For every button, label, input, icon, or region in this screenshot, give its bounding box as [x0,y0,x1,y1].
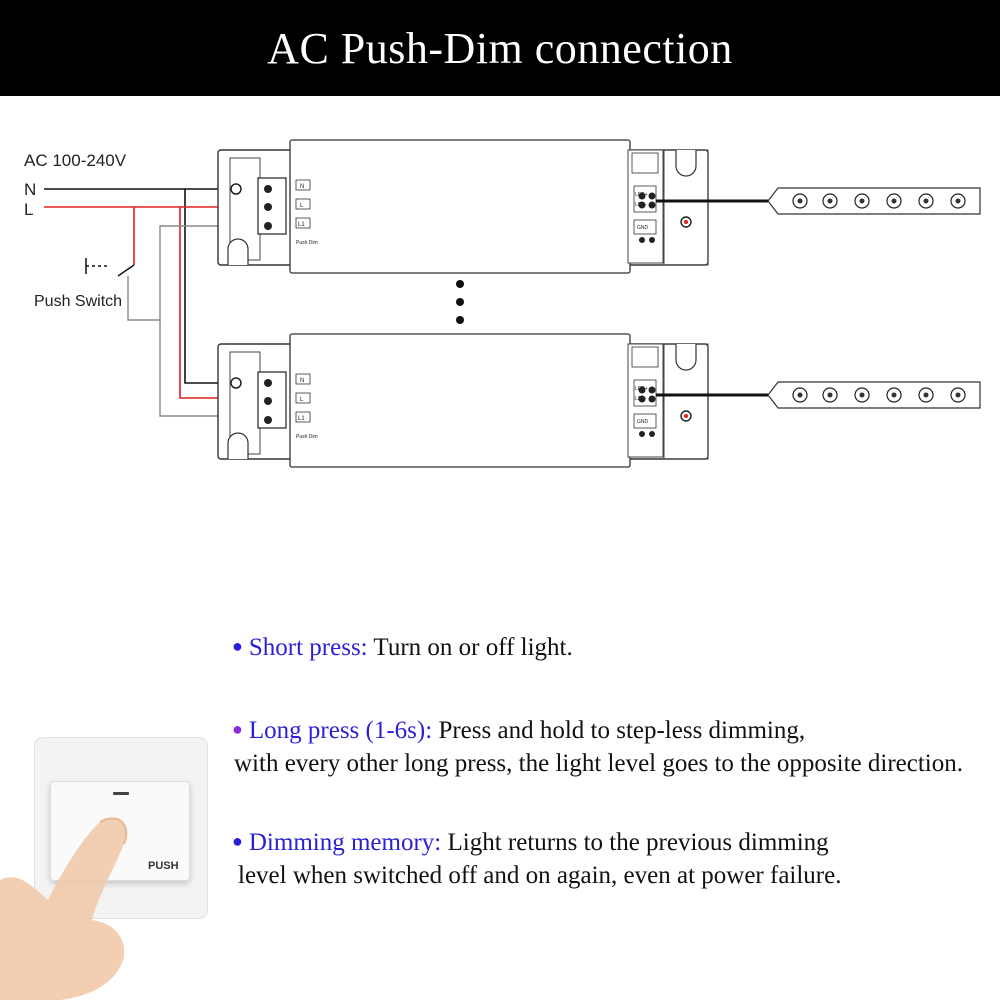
title-bar: AC Push-Dim connection [0,0,1000,96]
note-long-press-text: Press and hold to step-less dimming, [432,717,806,744]
driver-1-led-minus: LED- [635,202,647,208]
driver-1-terminal-l: L [300,203,304,209]
switch-indicator [113,792,129,795]
note-short-press-label: Short press: [248,634,368,661]
note-dimming-memory-text: Light returns to the previous dimming [441,829,829,856]
push-switch-symbol [85,258,135,277]
led-output-1 [656,187,981,215]
more-drivers-dots [456,280,464,324]
driver-2-terminal-l1: L1 [298,416,305,422]
wire-l-label: L [24,200,33,219]
note-long-press-label: Long press (1-6s): [248,717,433,744]
led-output-2 [656,381,981,409]
driver-1-terminal-l1: L1 [298,222,305,228]
wiring-diagram: AC 100-240V N L Push Switch N L L1 Push [24,139,981,468]
driver-2: N L L1 Push Dim LED+ LED- GND [217,333,709,468]
driver-1-push-dim: Push Dim [296,240,318,246]
note-short-press-text: Turn on or off light. [367,634,573,661]
driver-2-terminal-n: N [300,378,304,384]
wire-n-label: N [24,180,36,199]
supply-label: AC 100-240V [24,151,127,170]
driver-2-led-minus: LED- [635,396,647,402]
driver-2-terminal-l: L [300,397,304,403]
page-title: AC Push-Dim connection [267,23,733,73]
note-dimming-memory-label: Dimming memory: [248,829,442,856]
bullet-icon: ● [232,719,243,739]
hand-icon [0,817,128,1000]
bullet-icon: ● [232,636,243,656]
note-long-press: ●Long press (1-6s): Press and hold to st… [232,717,805,745]
driver-2-gnd: GND [637,419,649,425]
note-long-press-cont: with every other long press, the light l… [234,750,964,777]
driver-1-terminal-n: N [300,184,304,190]
driver-1: N L L1 Push Dim LED+ LED- GND [217,139,709,274]
driver-1-gnd: GND [637,225,649,231]
note-dimming-memory-cont: level when switched off and on again, ev… [238,862,842,889]
switch-push-label: PUSH [148,860,179,872]
note-dimming-memory: ●Dimming memory: Light returns to the pr… [232,829,829,857]
push-switch-label: Push Switch [34,293,122,310]
driver-1-led-plus: LED+ [635,192,648,198]
bullet-icon: ● [232,831,243,851]
driver-2-led-plus: LED+ [635,386,648,392]
note-short-press: ●Short press: Turn on or off light. [232,634,573,662]
driver-2-push-dim: Push Dim [296,434,318,440]
neutral-wire [44,188,236,384]
